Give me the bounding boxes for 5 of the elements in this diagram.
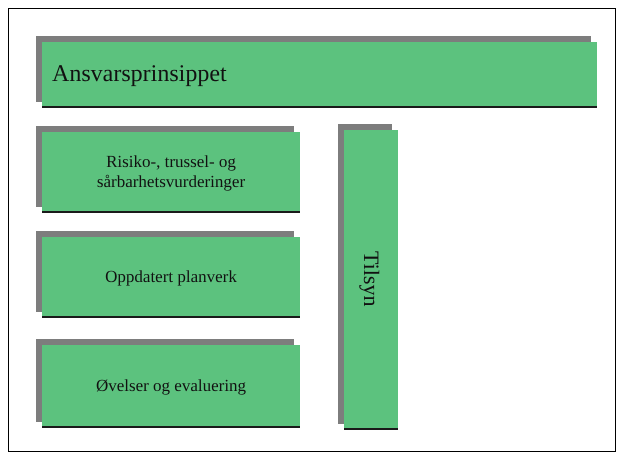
box-label: Oppdatert planverk [105, 266, 237, 286]
box-label: Risiko-, trussel- og sårbarhetsvurderinger [96, 152, 246, 192]
box-label: Tilsyn [358, 251, 384, 307]
box-label: Øvelser og evaluering [96, 376, 246, 396]
box-label: Ansvarsprinsippet [52, 60, 227, 88]
